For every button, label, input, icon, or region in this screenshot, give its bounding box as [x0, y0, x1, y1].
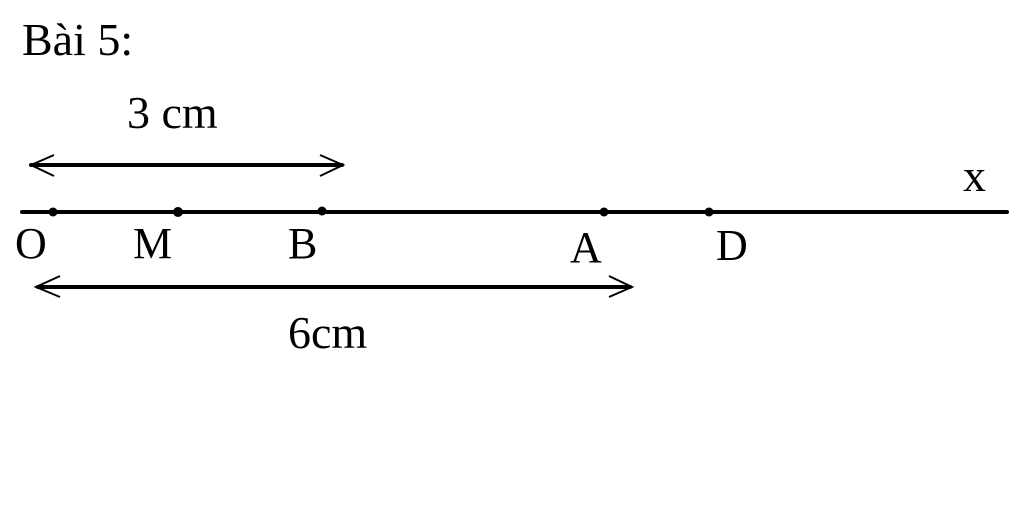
exercise-title: Bài 5:	[22, 14, 134, 65]
bottom-measure-arrow	[33, 275, 635, 298]
bottom-measure-label: 6cm	[288, 307, 368, 358]
point-b	[317, 206, 327, 216]
point-d	[704, 207, 714, 217]
ray-end-label-x: x	[963, 150, 986, 201]
point-label-m: M	[133, 219, 173, 268]
point-label-o: O	[15, 219, 47, 268]
top-measure-arrow	[28, 154, 346, 177]
point-o	[48, 207, 58, 217]
point-a	[599, 207, 609, 217]
point-label-a: A	[570, 223, 602, 272]
top-measure-label: 3 cm	[127, 87, 218, 138]
point-label-d: D	[716, 221, 748, 270]
point-label-b: B	[288, 219, 318, 268]
point-m	[173, 207, 183, 217]
